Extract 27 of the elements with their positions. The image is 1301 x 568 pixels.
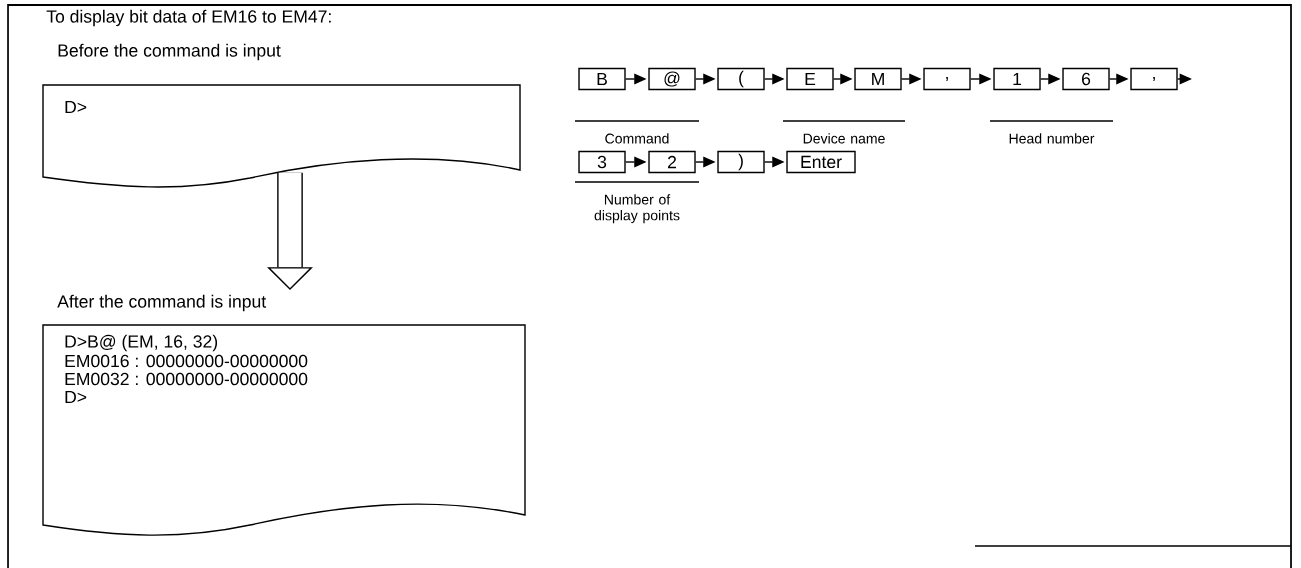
terminal-screen <box>42 84 521 188</box>
screen-text: D> <box>65 390 87 404</box>
key-box: ( <box>717 67 765 91</box>
terminal-screen <box>42 324 526 536</box>
key-box: 1 <box>993 67 1041 91</box>
key-box: 3 <box>578 150 626 174</box>
key-box: 2 <box>648 150 696 174</box>
group-label: Device name <box>782 120 906 144</box>
key-box: 6 <box>1062 67 1110 91</box>
screen-text: EM0032 : 00000000-00000000 <box>65 372 308 386</box>
screen-heading: After the command is input <box>57 294 267 312</box>
key-box: @ <box>648 67 696 91</box>
group-label: Head number <box>989 120 1114 144</box>
key-box: ) <box>717 150 765 174</box>
screen-text: D>B@ (EM, 16, 32) <box>65 334 218 352</box>
group-label: Command <box>574 120 700 144</box>
screen-heading: Before the command is input <box>58 43 281 61</box>
group-label: Number of display points <box>574 181 700 224</box>
title: To display bit data of EM16 to EM47: <box>46 9 331 27</box>
key-box: , <box>1130 67 1178 91</box>
key-box: B <box>578 67 626 91</box>
key-box: M <box>854 67 902 91</box>
key-box: , <box>923 67 971 91</box>
key-box: Enter <box>786 150 856 174</box>
screen-text: D> <box>65 100 87 114</box>
screen-text: EM0016 : 00000000-00000000 <box>65 354 308 368</box>
key-box: E <box>786 67 834 91</box>
